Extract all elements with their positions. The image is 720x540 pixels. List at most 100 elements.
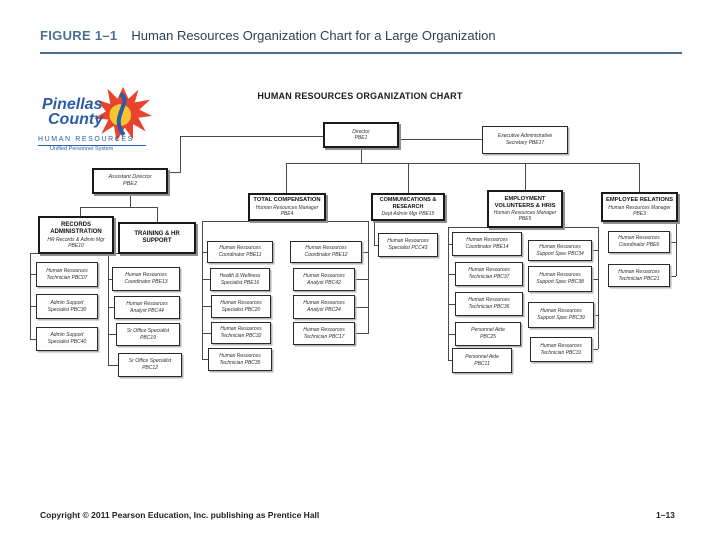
org-dept-employee-relations: EMPLOYEE RELATIONS Human Resources Manag… xyxy=(601,192,678,222)
connector-line xyxy=(286,163,639,164)
dept-title: EMPLOYEE RELATIONS xyxy=(606,197,673,204)
connector-line xyxy=(130,194,131,207)
connector-line xyxy=(368,221,369,334)
connector-line xyxy=(448,304,458,305)
connector-line xyxy=(666,242,676,243)
logo-name-line1: Pinellas xyxy=(42,96,103,113)
dept-code: PBE3 xyxy=(633,210,646,217)
connector-line xyxy=(108,253,109,365)
connector-line xyxy=(588,279,598,280)
dept-title: TOTAL COMPENSATION xyxy=(253,197,321,204)
org-node-assistant-director: Assistant Director PBE2 xyxy=(92,168,168,194)
dept-manager: Dept Admin Mgr PBE15 xyxy=(381,210,435,217)
connector-line xyxy=(598,227,599,349)
pinellas-county-logo: Pinellas County HUMAN RESOURCES Unified … xyxy=(36,86,161,170)
connector-line xyxy=(202,359,212,360)
dept-title: RECORDS xyxy=(60,221,91,228)
connector-line xyxy=(448,227,449,360)
logo-tagline: Unified Personnel System xyxy=(50,146,114,152)
dept-title: SUPPORT xyxy=(142,238,172,244)
figure-label: FIGURE 1–1 xyxy=(40,28,118,43)
connector-line xyxy=(374,221,375,245)
connector-line xyxy=(202,221,203,359)
header-divider xyxy=(40,52,682,54)
org-dept-records-administration: RECORDS ADMINISTRATION HR Records & Admi… xyxy=(38,216,114,254)
figure-header: FIGURE 1–1 Human Resources Organization … xyxy=(40,28,496,43)
dept-title: RESEARCH xyxy=(392,204,424,210)
connector-line xyxy=(30,253,31,339)
dept-title: ADMINISTRATION xyxy=(50,229,102,235)
dept-title: TRAINING & HR xyxy=(134,230,180,237)
connector-line xyxy=(157,207,158,222)
connector-line xyxy=(590,315,598,316)
connector-line xyxy=(550,227,598,228)
org-node-director: Director PBE1 xyxy=(323,122,399,148)
connector-line xyxy=(202,279,214,280)
connector-line xyxy=(30,306,40,307)
connector-line xyxy=(666,276,676,277)
connector-line xyxy=(361,148,362,163)
connector-line xyxy=(352,307,368,308)
figure-title: Human Resources Organization Chart for a… xyxy=(131,28,496,43)
connector-line xyxy=(352,279,368,280)
logo-rule xyxy=(38,145,146,146)
sunburst-icon xyxy=(94,86,152,142)
connector-line xyxy=(30,274,40,275)
dept-manager: Human Resources Manager xyxy=(493,210,557,217)
logo-dept-text: HUMAN RESOURCES xyxy=(38,136,134,143)
connector-line xyxy=(448,274,458,275)
connector-line xyxy=(448,334,458,335)
connector-line xyxy=(639,163,640,192)
connector-line xyxy=(588,349,598,350)
connector-line xyxy=(168,172,181,173)
page-number: 1–13 xyxy=(656,510,675,520)
connector-line xyxy=(322,221,368,222)
dept-code: PBE10 xyxy=(68,242,84,249)
dept-manager: Human Resources Manager xyxy=(608,204,671,211)
org-dept-training-hr-support: TRAINING & HR SUPPORT xyxy=(118,222,196,254)
dept-title: COMMUNICATIONS & xyxy=(379,197,437,204)
connector-line xyxy=(374,245,380,246)
dept-code: PBE5 xyxy=(518,216,532,223)
org-node-exec-secretary: Executive Administrative Secretary PBE17 xyxy=(482,126,568,154)
org-dept-communications-research: COMMUNICATIONS & RESEARCH Dept Admin Mgr… xyxy=(371,193,445,221)
connector-line xyxy=(352,333,368,334)
node-code: PBE2 xyxy=(122,181,138,187)
connector-line xyxy=(180,136,323,137)
connector-line xyxy=(108,334,120,335)
org-dept-total-compensation: TOTAL COMPENSATION Human Resources Manag… xyxy=(248,193,326,221)
connector-line xyxy=(448,227,500,228)
dept-title: EMPLOYMENT xyxy=(504,195,546,202)
dept-manager: HR Records & Admin Mgr xyxy=(47,236,105,243)
connector-line xyxy=(202,333,214,334)
connector-line xyxy=(108,365,122,366)
connector-line xyxy=(286,163,287,193)
connector-line xyxy=(525,163,526,190)
connector-line xyxy=(399,139,483,140)
org-chart-title: HUMAN RESOURCES ORGANIZATION CHART xyxy=(257,91,463,101)
dept-manager: Human Resources Manager xyxy=(255,204,319,211)
